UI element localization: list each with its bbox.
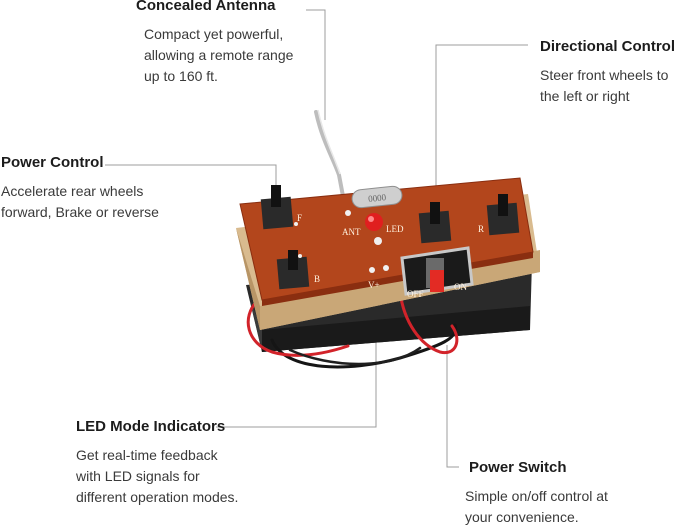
v-label: V+ [368,280,380,290]
button-right [486,194,520,236]
power-control-desc: Accelerate rear wheels forward, Brake or… [1,183,159,220]
button-backward [276,250,310,290]
switch-desc: Simple on/off control at your convenienc… [465,488,608,525]
b-label: B [314,274,320,284]
antenna-wire [314,110,348,214]
ant-label: ANT [342,227,361,237]
directional-callout: Directional Control Steer front wheels t… [540,38,675,107]
led-desc: Get real-time feedback with LED signals … [76,447,239,505]
power-control-callout: Power Control Accelerate rear wheels for… [1,154,159,223]
led-callout: LED Mode Indicators Get real-time feedba… [76,418,238,508]
r-label: R [478,224,484,234]
switch-title: Power Switch [469,459,567,476]
antenna-title: Concealed Antenna [136,0,276,14]
power-control-title: Power Control [1,154,104,171]
crystal-label: 0000 [368,192,387,204]
switch-callout: Power Switch Simple on/off control at yo… [465,459,608,528]
red-led [365,213,383,245]
black-wire-2 [288,346,422,366]
antenna-leader-line [306,9,326,120]
solder-pads [294,210,389,273]
directional-title: Directional Control [540,38,676,55]
led-title: LED Mode Indicators [76,418,226,435]
red-wire-right [398,290,459,355]
antenna-desc: Compact yet powerful, allowing a remote … [144,26,294,84]
button-forward [260,185,294,230]
directional-desc: Steer front wheels to the left or right [540,67,669,104]
power-switch [400,246,474,296]
off-label: OFF [407,289,424,299]
antenna-callout: Concealed Antenna Compact yet powerful, … [136,0,293,87]
on-label: ON [454,282,467,292]
crystal-oscillator: 0000 [351,185,403,209]
switch-leader-line [446,345,459,468]
red-wire-left [246,298,350,357]
led-label: LED [386,224,404,234]
wires [246,290,459,369]
button-left [418,202,452,244]
directional-leader-line [435,44,528,212]
f-label: F [297,213,302,223]
